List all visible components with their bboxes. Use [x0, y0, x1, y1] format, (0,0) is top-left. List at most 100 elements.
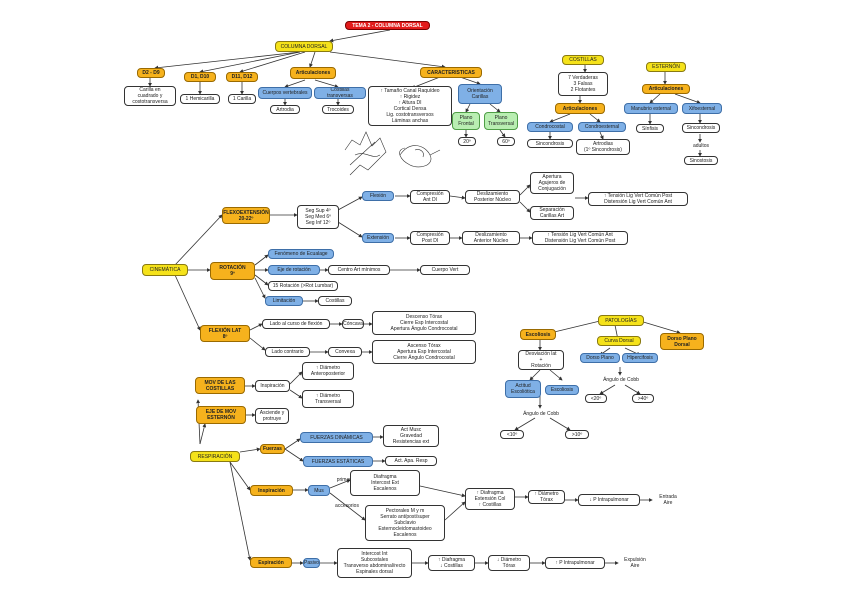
articulaciones-node: Articulaciones: [290, 67, 336, 79]
compresion-post-node: Compresión Post DI: [410, 231, 450, 245]
artrodias-node: Artrodias (1º Sincondrosis): [576, 139, 630, 155]
costillas-list: 7 Verdaderas 3 Falsas 2 Flotantes: [558, 72, 608, 96]
condroesternal-node: Condroesternal: [578, 122, 626, 132]
eje-mov-node: EJE DE MOV ESTERNÓN: [196, 406, 246, 424]
articulaciones-costillas-node: Articulaciones: [555, 103, 605, 114]
apertura-agujeros-node: Apertura Agujeros de Conjugación: [530, 172, 574, 194]
sincondrosis-2-node: Sincondrosis: [682, 123, 720, 133]
esternon-node: ESTERNÓN: [646, 62, 686, 72]
costillas-lim-node: Costillas: [318, 296, 352, 306]
caracteristicas-node: CARACTERISTICAS: [420, 67, 482, 78]
condrocostal-node: Condrocostal: [527, 122, 573, 132]
espiracion-node: Espiración: [250, 557, 292, 568]
hipercifosis-node: Hipercifosis: [622, 353, 658, 363]
cuerpo-vert-node: Cuerpo Vert: [420, 265, 470, 275]
pasivo-node: Pasivo: [303, 558, 320, 568]
escoliosis-2-node: Escoliosis: [545, 385, 579, 395]
segmentos-list: Seg Sup 4º Seg Med 6º Seg Inf 12º: [297, 205, 339, 229]
costillas-node: COSTILLAS: [562, 55, 604, 65]
angulo-cobb-1-label: Ángulo de Cobb: [603, 376, 639, 383]
respiracion-node: RESPIRACIÓN: [190, 451, 240, 462]
diafragma-result-node: ↑ Diafragma Extensión Col ↑ Costillas: [465, 488, 515, 510]
eje-mov-desc: Asciende y protruye: [255, 408, 289, 424]
angle-20-node: 20º: [458, 137, 476, 146]
gt40-node: >40º: [632, 394, 654, 403]
sinostosis-node: Sinostosis: [684, 156, 718, 165]
artrodia-node: Artrodia: [270, 105, 300, 114]
columna-dorsal-node: COLUMNA DORSAL: [275, 41, 333, 52]
desviacion-node: Desviación lat + Rotación: [518, 350, 564, 370]
fuerzas-estaticas-desc: Act. Apa. Resp: [385, 456, 437, 466]
sincondrosis-1-node: Sincondrosis: [527, 139, 573, 148]
rotacion-lumbar-node: 15 Rotación (>Rot Lumbar): [268, 281, 338, 291]
orientacion-carillas-node: Orientación Carillas: [458, 84, 502, 104]
articulaciones-esternon-node: Articulaciones: [642, 84, 690, 94]
flexion-node: Flexión: [362, 191, 394, 201]
flexion-lat-node: FLEXIÓN LAT 8º: [200, 325, 250, 342]
concava-desc: Descenso Tórax Cierre Esp Intercostal Ap…: [372, 311, 476, 335]
patologias-node: PATOLOGÍAS: [598, 315, 644, 326]
expulsion-aire-label: Expulsión Aire: [624, 557, 646, 569]
diametro-2-node: ↓ Diámetro Tórax: [488, 555, 530, 571]
primarios-label: primarios: [336, 477, 358, 483]
rotacion-node: ROTACIÓN 9º: [210, 262, 255, 280]
p-intrapulmonar-1-node: ↓ P Intrapulmonar: [578, 494, 640, 506]
d2-d9-node: D2 - D9: [137, 68, 165, 78]
trocoides-node: Trocoides: [322, 105, 354, 114]
primarios-desc: Diafragma Intercost Ext Escalenos: [350, 470, 420, 496]
espiracion-desc: Intercost Int Subcostales Transverso abd…: [337, 548, 412, 578]
entrada-aire-label: Entrada Aire: [659, 494, 677, 506]
tension-2-node: ↑ Tensión Lig Vert Común Ant Distensión …: [532, 231, 628, 245]
inspiracion-1-node: Inspiración: [255, 380, 290, 392]
fuerzas-dinamicas-node: FUERZAS DINÁMICAS: [300, 432, 373, 443]
d1-d10-node: D1, D10: [184, 72, 216, 82]
extension-node: Extensión: [362, 233, 394, 243]
p-intrapulmonar-2-node: ↑ P Intrapulmonar: [545, 557, 605, 569]
cuerpos-vert-node: Cuerpos vertebrales: [258, 87, 312, 99]
convexa-node: Convexa: [328, 347, 362, 357]
d11-d12-node: D11, D12: [226, 72, 258, 82]
dorso-plano-node: Dorso Plano: [580, 353, 620, 363]
lt10-node: <10º: [500, 430, 524, 439]
separacion-carillas-node: Separación Carillas Art: [530, 206, 574, 220]
fuerzas-node: Fuerzas: [260, 444, 285, 454]
centro-art-node: Centro Art mínimos: [328, 265, 390, 275]
concava-node: Cóncava: [342, 319, 364, 329]
mus-node: Mus: [308, 485, 330, 496]
angulo-cobb-2-label: Ángulo de Cobb: [523, 410, 559, 417]
convexa-desc: Ascenso Tórax Apertura Esp Intercostal C…: [372, 340, 476, 364]
inspiracion-2-node: Inspiración: [250, 485, 293, 496]
title-node: TEMA 2 - COLUMNA DORSAL: [345, 21, 430, 30]
adultos-label: adultos: [692, 143, 710, 149]
d11-d12-desc: 1 Carilla: [228, 94, 256, 104]
gt10-node: >10º: [565, 430, 589, 439]
lado-contrario-node: Lado contrario: [265, 347, 310, 357]
eje-rotacion-node: Eje de rotación: [268, 265, 320, 275]
diafragma-costillas-node: ↑ Diafragma ↓ Costillas: [428, 555, 475, 571]
diametro-torax-node: ↑ Diámetro Tórax: [528, 490, 565, 504]
lt20-node: <20º: [585, 394, 607, 403]
diametro-ap-node: ↑ Diámetro Anteroposterior: [302, 362, 354, 380]
d2-d9-desc: Carilla en cuadrado y costotransversa: [124, 86, 176, 106]
flexoextension-node: FLEXOEXTENSIÓN 20-22º: [222, 207, 270, 224]
curva-dorsal-node: Curva Dorsal: [597, 336, 641, 346]
lado-curso-node: Lado al curso de flexión: [262, 319, 330, 329]
caracteristicas-list: ↑ Tamaño Canal Raquídeo ↑ Rigidez ↑ Altu…: [368, 86, 452, 126]
fenomeno-node: Fenómeno de Ecualage: [268, 249, 334, 259]
fuerzas-estaticas-node: FUERZAS ESTÁTICAS: [303, 456, 373, 467]
accesorios-desc: Pectorales M y m Serrato ant/post/super …: [365, 505, 445, 541]
manubrio-esternal-node: Manubrio esternal: [624, 103, 678, 114]
tension-1-node: ↑ Tensión Lig Vert Común Post Distensión…: [588, 192, 688, 206]
xifoesternal-node: Xifoesternal: [682, 103, 722, 114]
deslizamiento-ant-node: Deslizamiento Anterior Núcleo: [462, 231, 520, 245]
deslizamiento-post-node: Deslizamiento Posterior Núcleo: [465, 190, 520, 204]
diametro-transv-node: ↑ Diámetro Transversal: [302, 390, 354, 408]
mov-costillas-node: MOV DE LAS COSTILLAS: [195, 377, 245, 394]
costillas-transv-node: Costillas transversas: [314, 87, 366, 99]
d1-d10-desc: 1 Hemicarilla: [180, 94, 220, 104]
cinematica-node: CINEMÁTICA: [142, 264, 188, 276]
compresion-ant-node: Compresión Ant DI: [410, 190, 450, 204]
limitacion-node: Limitación: [265, 296, 303, 306]
